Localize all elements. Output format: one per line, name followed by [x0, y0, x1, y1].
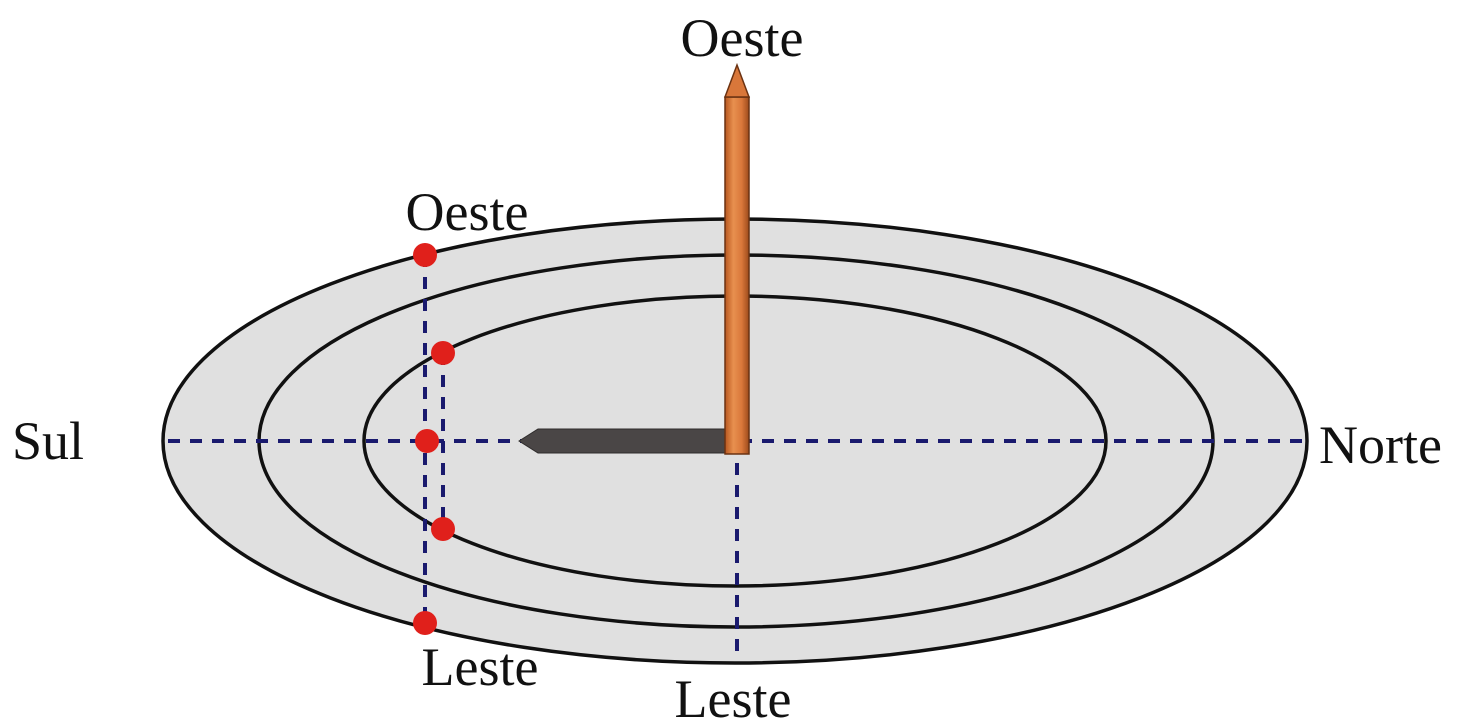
label-bottom-leste: Leste [675, 669, 792, 723]
label-ring-leste: Leste [422, 637, 539, 697]
vertical-stick-icon [723, 62, 751, 455]
label-norte: Norte [1319, 415, 1442, 475]
sun-markers [413, 243, 455, 635]
shadow-arrow-icon [518, 428, 731, 454]
label-top-oeste: Oeste [681, 8, 804, 68]
label-sul: Sul [12, 411, 84, 471]
red-dot-icon [431, 517, 455, 541]
label-ring-oeste: Oeste [406, 182, 529, 242]
red-dot-icon [431, 341, 455, 365]
red-dot-icon [413, 243, 437, 267]
red-dot-icon [413, 611, 437, 635]
red-dot-icon [415, 429, 439, 453]
